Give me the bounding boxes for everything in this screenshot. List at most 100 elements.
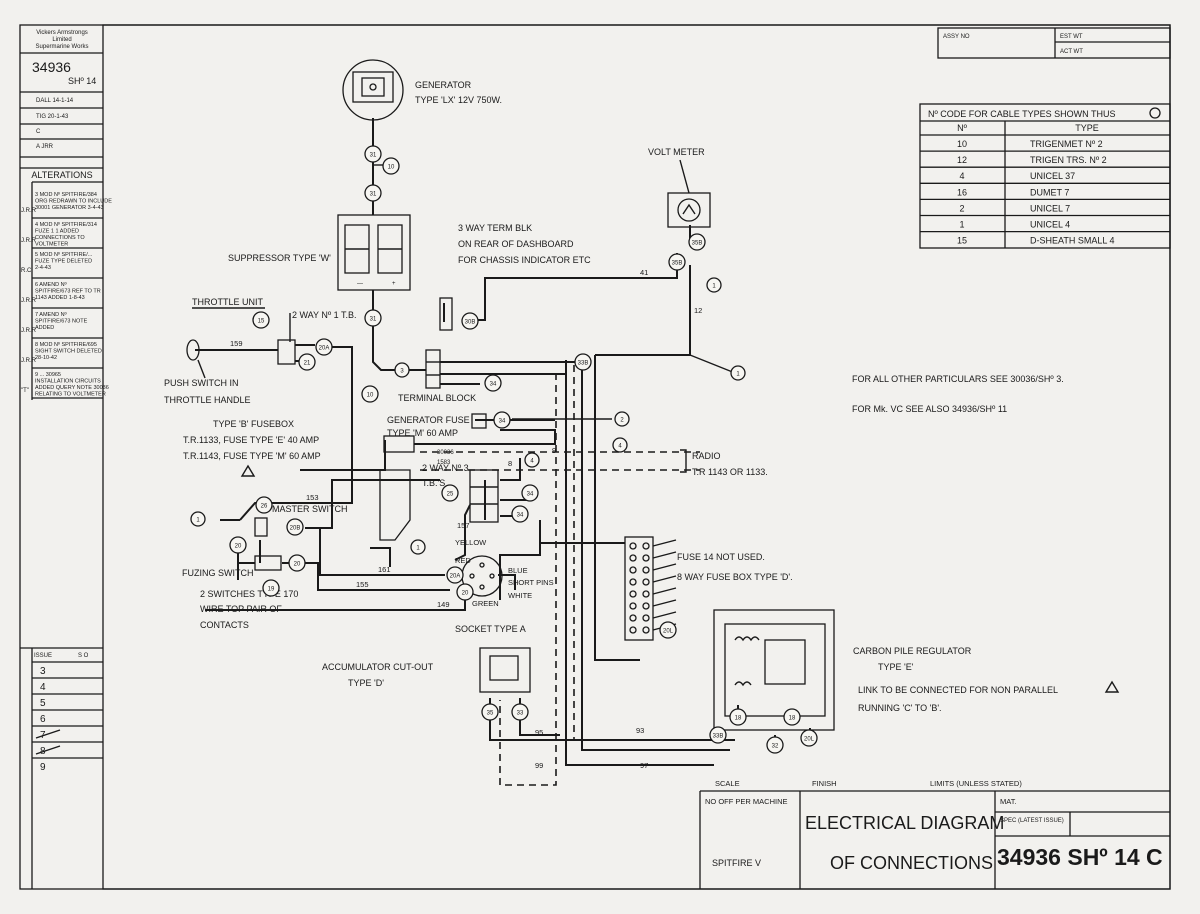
fusebox-labels: TYPE 'B' FUSEBOX T.R.1133, FUSE TYPE 'E'…	[183, 419, 321, 477]
wire-number: 97	[640, 761, 648, 770]
cable-node: 25	[441, 484, 459, 502]
three-way-term-block: 3 WAY TERM BLK ON REAR OF DASHBOARD FOR …	[439, 223, 591, 331]
cable-node-label: 35B	[672, 261, 683, 267]
cable-node: 20	[288, 554, 306, 572]
cable-node-label: 20L	[663, 629, 674, 635]
checked-by: C	[36, 129, 41, 135]
cable-type: D-SHEATH SMALL 4	[1030, 236, 1115, 246]
fusebox-title: TYPE 'B' FUSEBOX	[213, 419, 294, 429]
master-switch: MASTER SWITCH FUZING SWITCH 2 SWITCHES T…	[182, 504, 348, 630]
left-title-strip: Vickers Armstrongs Limited Supermarine W…	[20, 30, 112, 889]
switches-label-3: CONTACTS	[200, 620, 249, 630]
company-line-3: Supermarine Works	[36, 44, 89, 50]
terminal-block-label: TERMINAL BLOCK	[398, 393, 476, 403]
switches-label-2: WIRE TOP PAIR OF	[200, 604, 282, 614]
cable-node: 1	[190, 511, 206, 527]
link-warning-triangle	[1104, 680, 1120, 693]
cable-node-label: 10	[367, 393, 374, 399]
cable-node-label: 4	[618, 444, 622, 450]
svg-text:—: —	[357, 281, 363, 287]
cable-node: 34	[484, 374, 502, 392]
cable-type: UNICEL 37	[1030, 171, 1075, 181]
cable-node: 10	[361, 385, 379, 403]
cable-node: 35B	[688, 233, 706, 251]
wire-number: 12	[694, 306, 702, 315]
fuzing-switch-label: FUZING SWITCH	[182, 568, 254, 578]
throttle-unit: THROTTLE UNIT 2 WAY Nº 1 T.B. PUSH SWITC…	[164, 297, 356, 405]
alterations-title: ALTERATIONS	[31, 170, 92, 180]
issue-entry: 5	[32, 693, 103, 709]
throttle-unit-label: THROTTLE UNIT	[192, 297, 264, 307]
wire-number: 157	[457, 521, 470, 530]
issue-entry: 6	[32, 709, 103, 725]
socket-yellow: YELLOW	[455, 538, 487, 547]
issue-entry: 7	[32, 725, 103, 741]
cable-no: 2	[959, 203, 964, 213]
approved-by: A JRR	[36, 144, 54, 150]
fusebox-tr1143: T.R.1143, FUSE TYPE 'M' 60 AMP	[183, 451, 321, 461]
cable-node-label: 33	[517, 711, 524, 717]
term-blk-line-1: 3 WAY TERM BLK	[458, 223, 532, 233]
cable-node: 10	[382, 157, 400, 175]
cable-node: 21	[298, 353, 316, 371]
fuse-slot	[629, 542, 637, 550]
eight-way-fuse-box: FUSE 14 NOT USED. 8 WAY FUSE BOX TYPE 'D…	[624, 536, 793, 641]
cable-node: 31	[364, 145, 382, 163]
cable-node: 20	[229, 536, 247, 554]
cable-type: TRIGEN TRS. Nº 2	[1030, 155, 1107, 165]
fuse-slot	[629, 614, 637, 622]
est-weight-label: EST WT	[1060, 34, 1083, 40]
act-weight-label: ACT WT	[1060, 49, 1083, 55]
cable-node-label: 19	[268, 587, 275, 593]
alteration-initials: J.R.R	[21, 208, 37, 214]
wire-number: 95	[535, 728, 543, 737]
scale-label: SCALE	[715, 779, 740, 788]
sheet-index: SHº 14	[68, 76, 96, 86]
issue-number: 3	[40, 666, 46, 677]
alteration-initials: R.C.	[21, 268, 33, 274]
alteration-initials: J.R.R	[21, 298, 37, 304]
cable-type: UNICEL 7	[1030, 203, 1070, 213]
cable-node-label: 32	[772, 744, 779, 750]
cable-node-label: 1	[196, 518, 200, 524]
cable-node: 1	[410, 539, 426, 555]
cable-table-row: 2 UNICEL 7	[920, 198, 1170, 213]
note-mk-vc: FOR Mk. VC SEE ALSO 34936/SHº 11	[852, 404, 1007, 414]
push-switch-label-1: PUSH SWITCH IN	[164, 378, 239, 388]
spec-label: SPEC (LATEST ISSUE)	[1000, 818, 1064, 824]
cable-node: 34	[511, 505, 529, 523]
master-switch-label: MASTER SWITCH	[272, 504, 348, 514]
cable-node: 26	[255, 496, 273, 514]
cable-node-label: 31	[370, 153, 377, 159]
regulator-label: CARBON PILE REGULATOR	[853, 646, 972, 656]
alteration-entry: R.C.5 MOD Nº SPITFIRE/...FUZE TYPE DELET…	[21, 251, 103, 279]
cable-node: 20A	[446, 566, 464, 584]
cable-node-label: 26	[261, 504, 268, 510]
carbon-pile-regulator: CARBON PILE REGULATOR TYPE 'E' LINK TO B…	[713, 609, 1120, 731]
alteration-initials: "T"	[21, 388, 29, 394]
two-way-n3-tbs: T.B.'S	[422, 478, 445, 488]
cable-node-label: 20	[294, 562, 301, 568]
cable-no: 1	[959, 220, 964, 230]
cable-node-label: 21	[304, 361, 311, 367]
cable-type-table: Nº CODE FOR CABLE TYPES SHOWN THUS Nº TY…	[919, 103, 1171, 249]
cable-node: 31	[364, 184, 382, 202]
alteration-initials: J.R.R	[21, 238, 37, 244]
cable-no: 16	[957, 187, 967, 197]
wire-number: 161	[378, 565, 391, 574]
cable-node-label: 10	[388, 165, 395, 171]
cable-node: 18	[729, 708, 747, 726]
drawn-by: DALL 14-1-14	[36, 98, 74, 104]
cable-header-no: Nº	[957, 123, 967, 133]
